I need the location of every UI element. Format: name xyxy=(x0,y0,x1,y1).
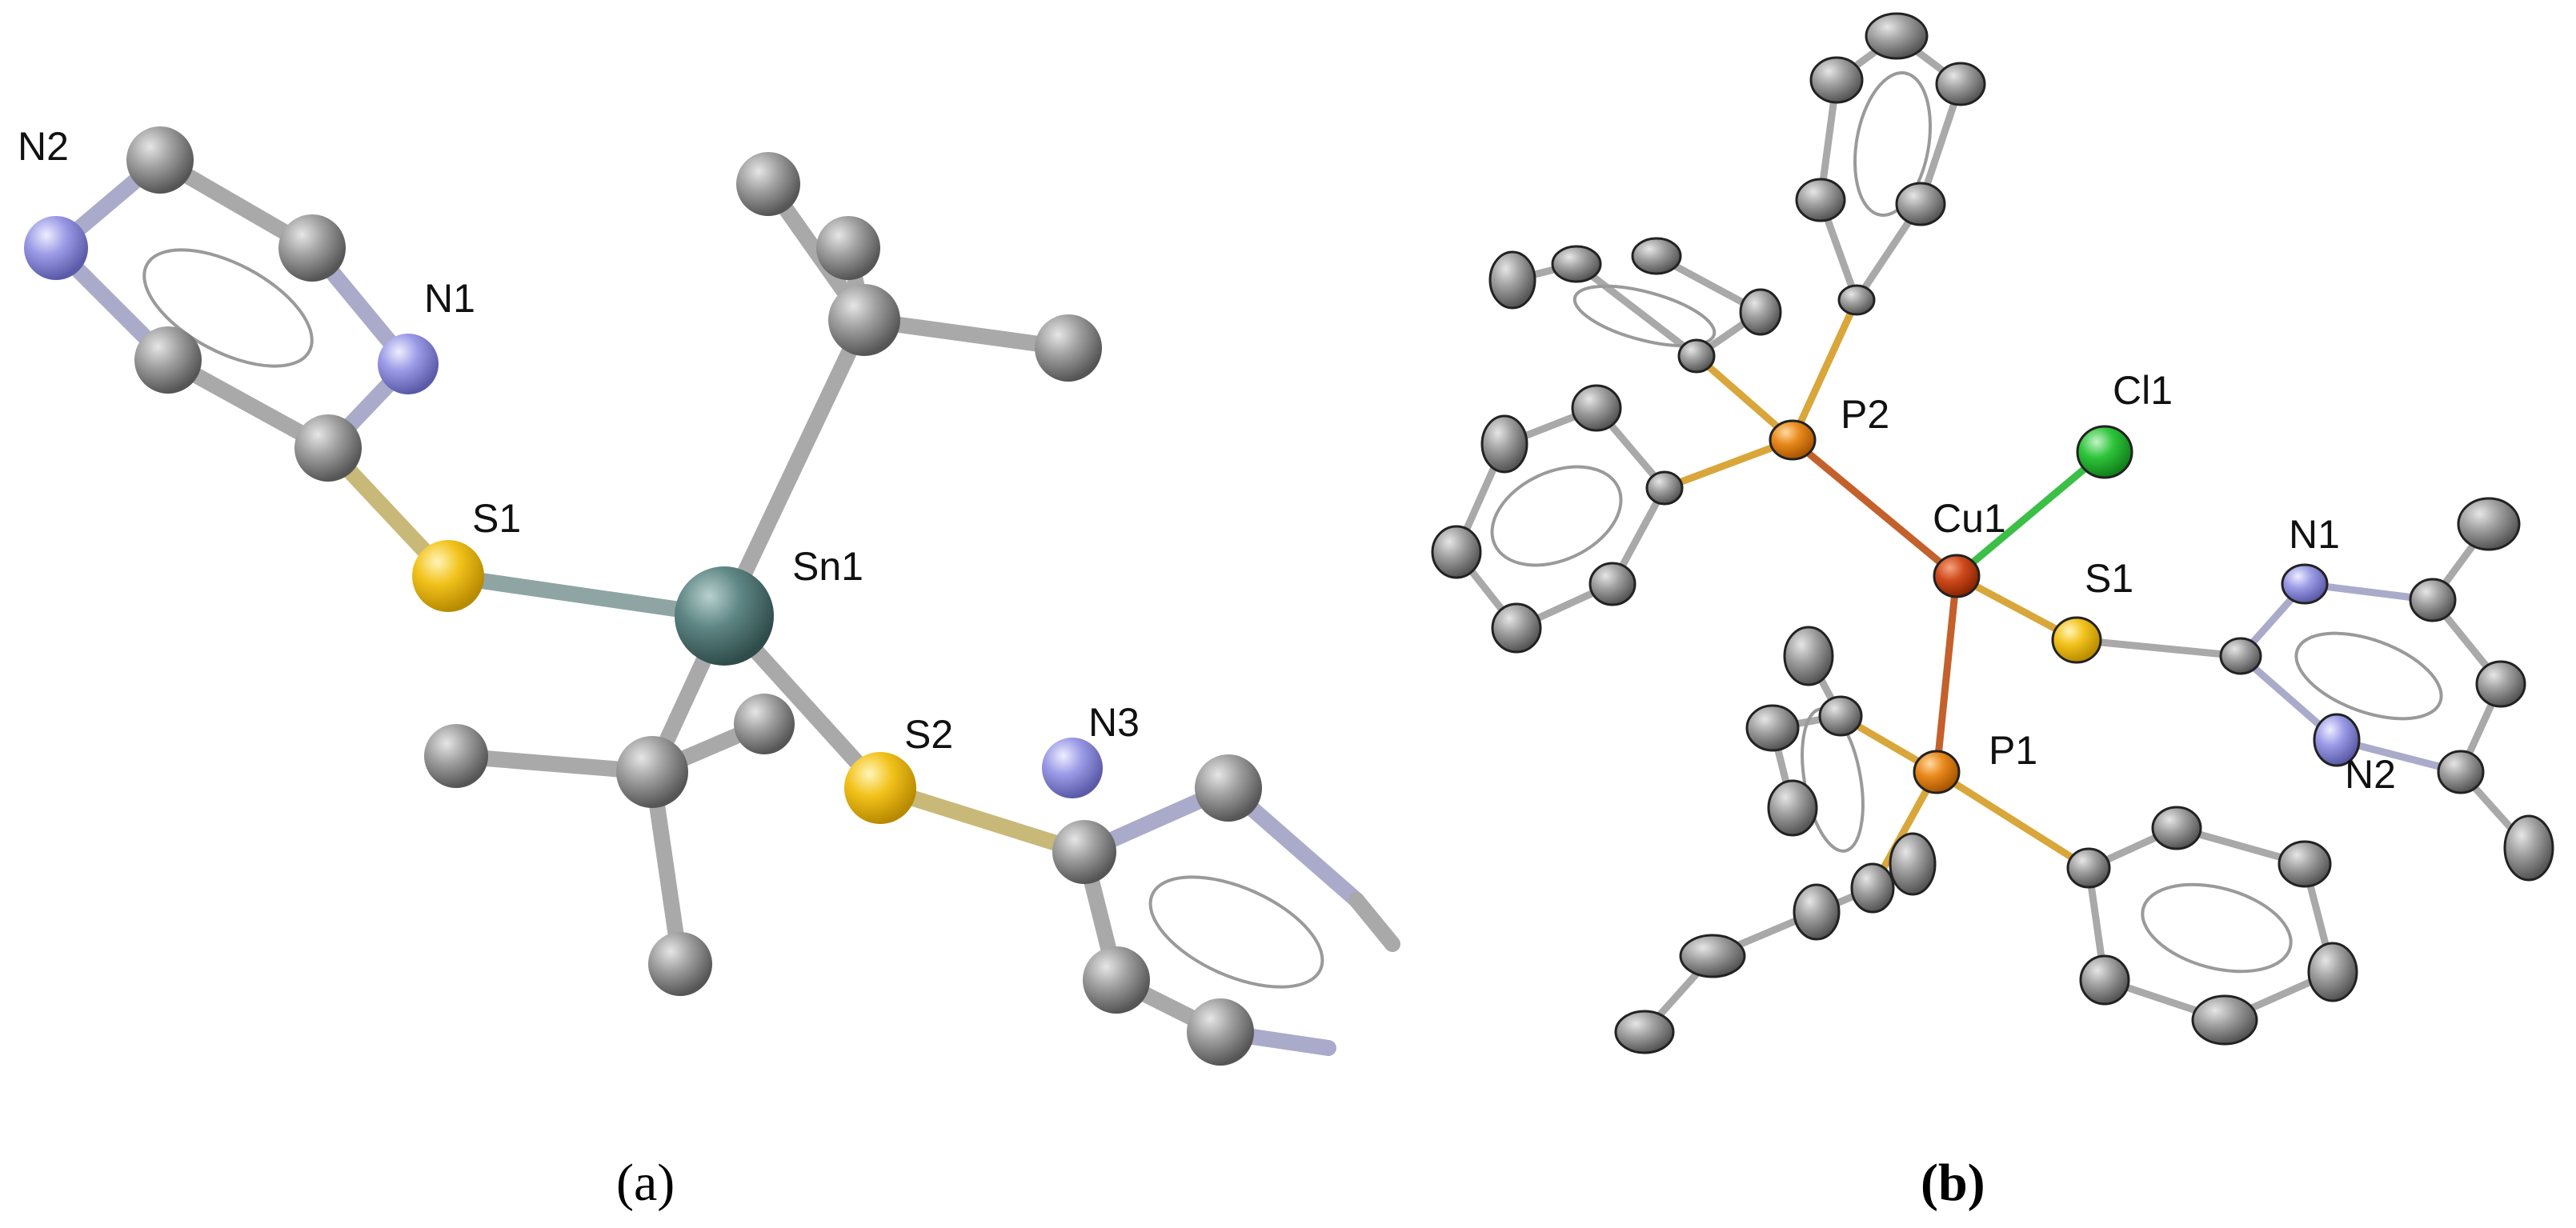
atom-s1-a xyxy=(412,540,484,612)
atom-c xyxy=(1793,883,1841,941)
atom-label: N1 xyxy=(424,276,475,321)
atom-c xyxy=(828,284,900,356)
atom-c xyxy=(1035,314,1102,382)
atom-c xyxy=(2066,847,2111,889)
atom-label: S1 xyxy=(2085,556,2133,601)
atom-c xyxy=(1431,525,1482,579)
atom-c xyxy=(126,126,194,194)
atom-p1 xyxy=(1913,750,1961,794)
atom-c xyxy=(736,152,800,216)
atom-c xyxy=(1645,470,1684,506)
atom-c xyxy=(1631,237,1682,275)
phenyl-ring xyxy=(1572,284,1717,348)
atom-c xyxy=(1818,695,1863,737)
atom-s1-b xyxy=(2051,616,2102,664)
atom-c xyxy=(1480,414,1528,474)
atom-p2 xyxy=(1769,419,1817,461)
panel-a-structure: N2 N1 S1 Sn1 S2 N3 (a) xyxy=(18,124,1400,1212)
atom-n1-a xyxy=(378,334,439,394)
atom-c xyxy=(1588,562,1637,606)
atom-c xyxy=(1739,288,1782,336)
panel-b-caption: (b) xyxy=(1921,1154,1985,1212)
atom-cu1 xyxy=(1933,554,1981,598)
atom-cl1 xyxy=(2076,425,2133,479)
atom-c xyxy=(1614,1010,1675,1054)
atom-c xyxy=(1677,338,1716,374)
atom-n1-b xyxy=(2281,563,2329,605)
atom-label: P1 xyxy=(1989,728,2037,773)
atom-label: P2 xyxy=(1841,392,1889,437)
atom-c xyxy=(2503,814,2554,882)
panel-b-structure: P2 Cl1 Cu1 S1 N1 P1 N2 (b) xyxy=(1431,12,2554,1212)
atom-c xyxy=(1488,250,1536,310)
atom-c xyxy=(648,932,712,996)
atom-c xyxy=(1837,284,1876,316)
panel-a-caption: (a) xyxy=(616,1154,675,1212)
atom-c xyxy=(294,414,362,482)
atom-label: Sn1 xyxy=(792,544,863,589)
panel-b-atoms xyxy=(1431,12,2554,1054)
atom-c xyxy=(2191,994,2258,1046)
atom-c xyxy=(424,724,488,788)
atom-sn1 xyxy=(675,566,774,666)
phenyl-ring xyxy=(2141,882,2293,974)
pyrimidine-ring-2 xyxy=(1148,875,1324,989)
atom-c xyxy=(1195,754,1262,822)
atom-c xyxy=(1491,602,1542,654)
atom-c xyxy=(1551,245,1602,283)
atom-c xyxy=(1783,626,1834,686)
atom-c xyxy=(1187,998,1254,1066)
atom-c xyxy=(1745,704,1800,752)
atom-c xyxy=(816,216,880,280)
atom-c xyxy=(2219,637,2262,675)
atom-c xyxy=(2457,497,2521,551)
atom-label: Cu1 xyxy=(1933,496,2006,541)
atom-c xyxy=(1679,934,1746,978)
atom-label: N2 xyxy=(18,124,69,169)
panel-a-atoms xyxy=(24,126,1262,1066)
atom-n3-a xyxy=(1052,820,1116,884)
phenyl-ring xyxy=(1490,465,1623,567)
atom-c xyxy=(278,214,346,282)
pyrimidine-ring-1 xyxy=(142,248,314,368)
atom-n3 xyxy=(1042,738,1103,798)
atom-c xyxy=(1889,832,1937,896)
atom-c xyxy=(2151,806,2202,850)
atom-c xyxy=(734,694,795,754)
atom-c xyxy=(1895,182,1946,226)
atom-c xyxy=(1865,12,1929,60)
atom-c xyxy=(134,326,202,394)
atom-c xyxy=(1935,62,1986,106)
atom-n2-b xyxy=(2313,713,2361,767)
atom-s2-a xyxy=(844,752,916,824)
atom-label: Cl1 xyxy=(2113,368,2173,413)
atom-c xyxy=(2409,578,2457,622)
pyrimidine-ring xyxy=(2294,631,2443,721)
atom-label: S1 xyxy=(472,496,521,541)
atom-label: S2 xyxy=(904,712,953,757)
atom-label: N2 xyxy=(2345,752,2396,797)
atom-c xyxy=(2437,750,2485,794)
atom-n2-a xyxy=(24,216,88,280)
atom-c xyxy=(616,736,688,808)
atom-c xyxy=(1850,862,1895,914)
atom-label: N3 xyxy=(1088,700,1140,745)
phenyl-ring xyxy=(1853,71,1932,217)
atom-c xyxy=(2475,660,2526,708)
atom-c xyxy=(1571,384,1622,432)
atom-c xyxy=(1795,178,1846,222)
atom-c xyxy=(1083,946,1150,1014)
atom-c xyxy=(1767,779,1818,837)
atom-c xyxy=(1809,56,1864,104)
atom-c xyxy=(2307,942,2358,1002)
atom-label: N1 xyxy=(2289,512,2340,557)
atom-c xyxy=(2278,840,2332,888)
atom-c xyxy=(2079,954,2130,1006)
